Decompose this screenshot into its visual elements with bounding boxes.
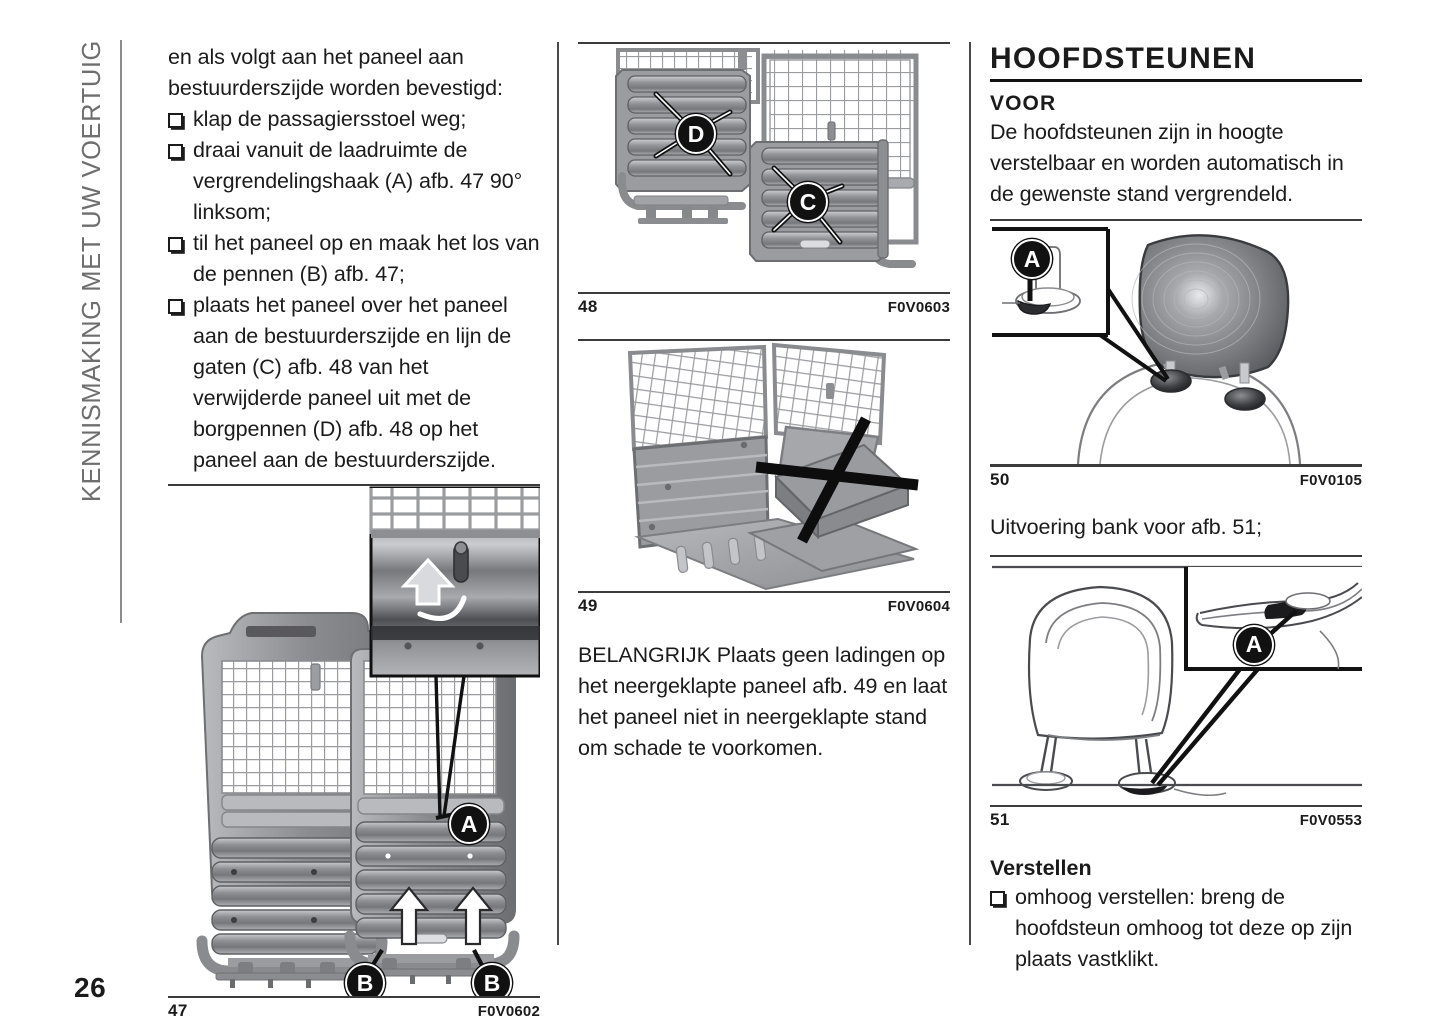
list-item-label: klap de passagiersstoel weg; [193,107,467,131]
figure-49-code: F0V0604 [887,598,950,616]
figure-50-code: F0V0105 [1299,471,1362,489]
col1-intro-text: en als volgt aan het paneel aan bestuurd… [168,45,503,100]
figure-49-caption: 49 F0V0604 [578,593,950,616]
figure-48-number: 48 [578,297,598,317]
figure-49-number: 49 [578,596,598,616]
figure-47-inset-detail [369,486,540,817]
figure-47-artwork: A B B [168,486,540,997]
list-item: klap de passagiersstoel weg; [168,104,540,135]
figure-51-svg [992,565,1362,796]
bullet-square-icon [990,890,1005,906]
figure-47-number: 47 [168,1001,188,1021]
column-divider-1 [557,42,559,945]
figure-47-code: F0V0602 [477,1003,540,1021]
figure-50-artwork: A [990,221,1362,465]
chapter-side-tab: KENNISMAKING MET UW VOERTUIG [64,40,122,640]
barrier-left [627,345,770,549]
prohibition-cross-icon [755,416,919,544]
figure-50-svg [992,227,1302,465]
list-item: til het paneel op en maak het los van de… [168,228,540,290]
section-subtitle: VOOR [990,92,1057,116]
figure-49: 49 F0V0604 [578,339,950,616]
headrest-50 [1131,234,1290,412]
figure-48-artwork: D C [578,44,950,293]
col1-bullet-list: klap de passagiersstoel weg; draai vanui… [168,104,540,476]
list-item: draai vanuit de laadruimte de vergrendel… [168,135,540,228]
figure-49-svg [627,343,920,591]
figure-48-caption: 48 F0V0603 [578,294,950,317]
list-item: omhoog verstellen: breng de hoofdsteun o… [990,882,1362,975]
figure-49-bottom-rule [578,591,950,594]
figure-50-bottom-rule [990,464,1362,467]
callout-c: C [788,182,828,223]
figure-51-bottom-rule [990,804,1362,807]
list-item-label: draai vanuit de laadruimte de vergrendel… [193,138,523,224]
callout-d: D [676,114,716,155]
column-divider-2 [969,42,971,945]
figure-51-number: 51 [990,809,1010,829]
figure-50-top-rule [990,219,1362,222]
bullet-square-icon [168,237,183,252]
callout-b-right: B [472,963,512,997]
figure-51-top-rule [990,554,1362,557]
figure-49-artwork [578,341,950,592]
adjust-bullet-list: omhoog verstellen: breng de hoofdsteun o… [990,882,1362,975]
title-rule [990,79,1362,83]
col3-intro-text: De hoofdsteunen zijn in hoogte verstelba… [990,120,1344,207]
figure-47: A B B 47 F0V0602 [168,484,540,1021]
figure-51-inset-detail [1150,566,1362,787]
figure-50-number: 50 [990,469,1010,489]
column-right: HOOFDSTEUNEN VOOR De hoofdsteunen zijn i… [990,42,1362,975]
figure-47-bottom-rule [168,996,540,999]
figure-48-top-rule [578,42,950,45]
page-number: 26 [74,972,107,1003]
adjust-heading: Verstellen [990,855,1092,880]
callout-a: A [449,804,489,845]
figure-50: A 50 F0V0105 [990,219,1362,489]
bullet-square-icon [168,299,183,314]
callout-a-fig51: A [1234,624,1274,665]
bullet-square-icon [168,144,183,159]
side-tab-rule [120,40,122,623]
headrest-51 [1027,585,1174,741]
figure-48-svg [615,48,919,269]
column-left: en als volgt aan het paneel aan bestuurd… [168,42,540,1021]
callout-a-fig50: A [1012,239,1052,280]
figure-48: D C 48 F0V0603 [578,42,950,317]
important-note: BELANGRIJK Plaats geen ladingen op het n… [578,643,948,761]
callout-b-left: B [345,963,385,997]
figure-50-caption: 50 F0V0105 [990,467,1362,490]
bullet-square-icon [168,113,183,128]
list-item-label: omhoog verstellen: breng de hoofdsteun o… [1015,884,1353,971]
list-item: plaats het paneel over het paneel aan de… [168,290,540,476]
list-item-label: til het paneel op en maak het los van de… [193,231,540,286]
figure-48-code: F0V0603 [887,299,950,317]
figure-48-bottom-rule [578,292,950,295]
figure-47-svg [196,486,540,989]
panel-right [344,648,520,985]
figure-51-code: F0V0553 [1299,811,1362,829]
figure-47-top-rule [168,484,540,487]
bench-version-line: Uitvoering bank voor afb. 51; [990,514,1262,539]
list-item-label: plaats het paneel over het paneel aan de… [193,293,512,472]
figure-47-caption: 47 F0V0602 [168,998,540,1021]
chapter-side-tab-label: KENNISMAKING MET UW VOERTUIG [77,40,106,503]
figure-51: A 51 F0V0553 [990,554,1362,830]
page-title: HOOFDSTEUNEN [990,42,1257,75]
figure-49-top-rule [578,339,950,342]
column-middle: D C 48 F0V0603 [578,42,950,764]
figure-51-caption: 51 F0V0553 [990,807,1362,830]
figure-51-artwork: A [990,556,1362,805]
